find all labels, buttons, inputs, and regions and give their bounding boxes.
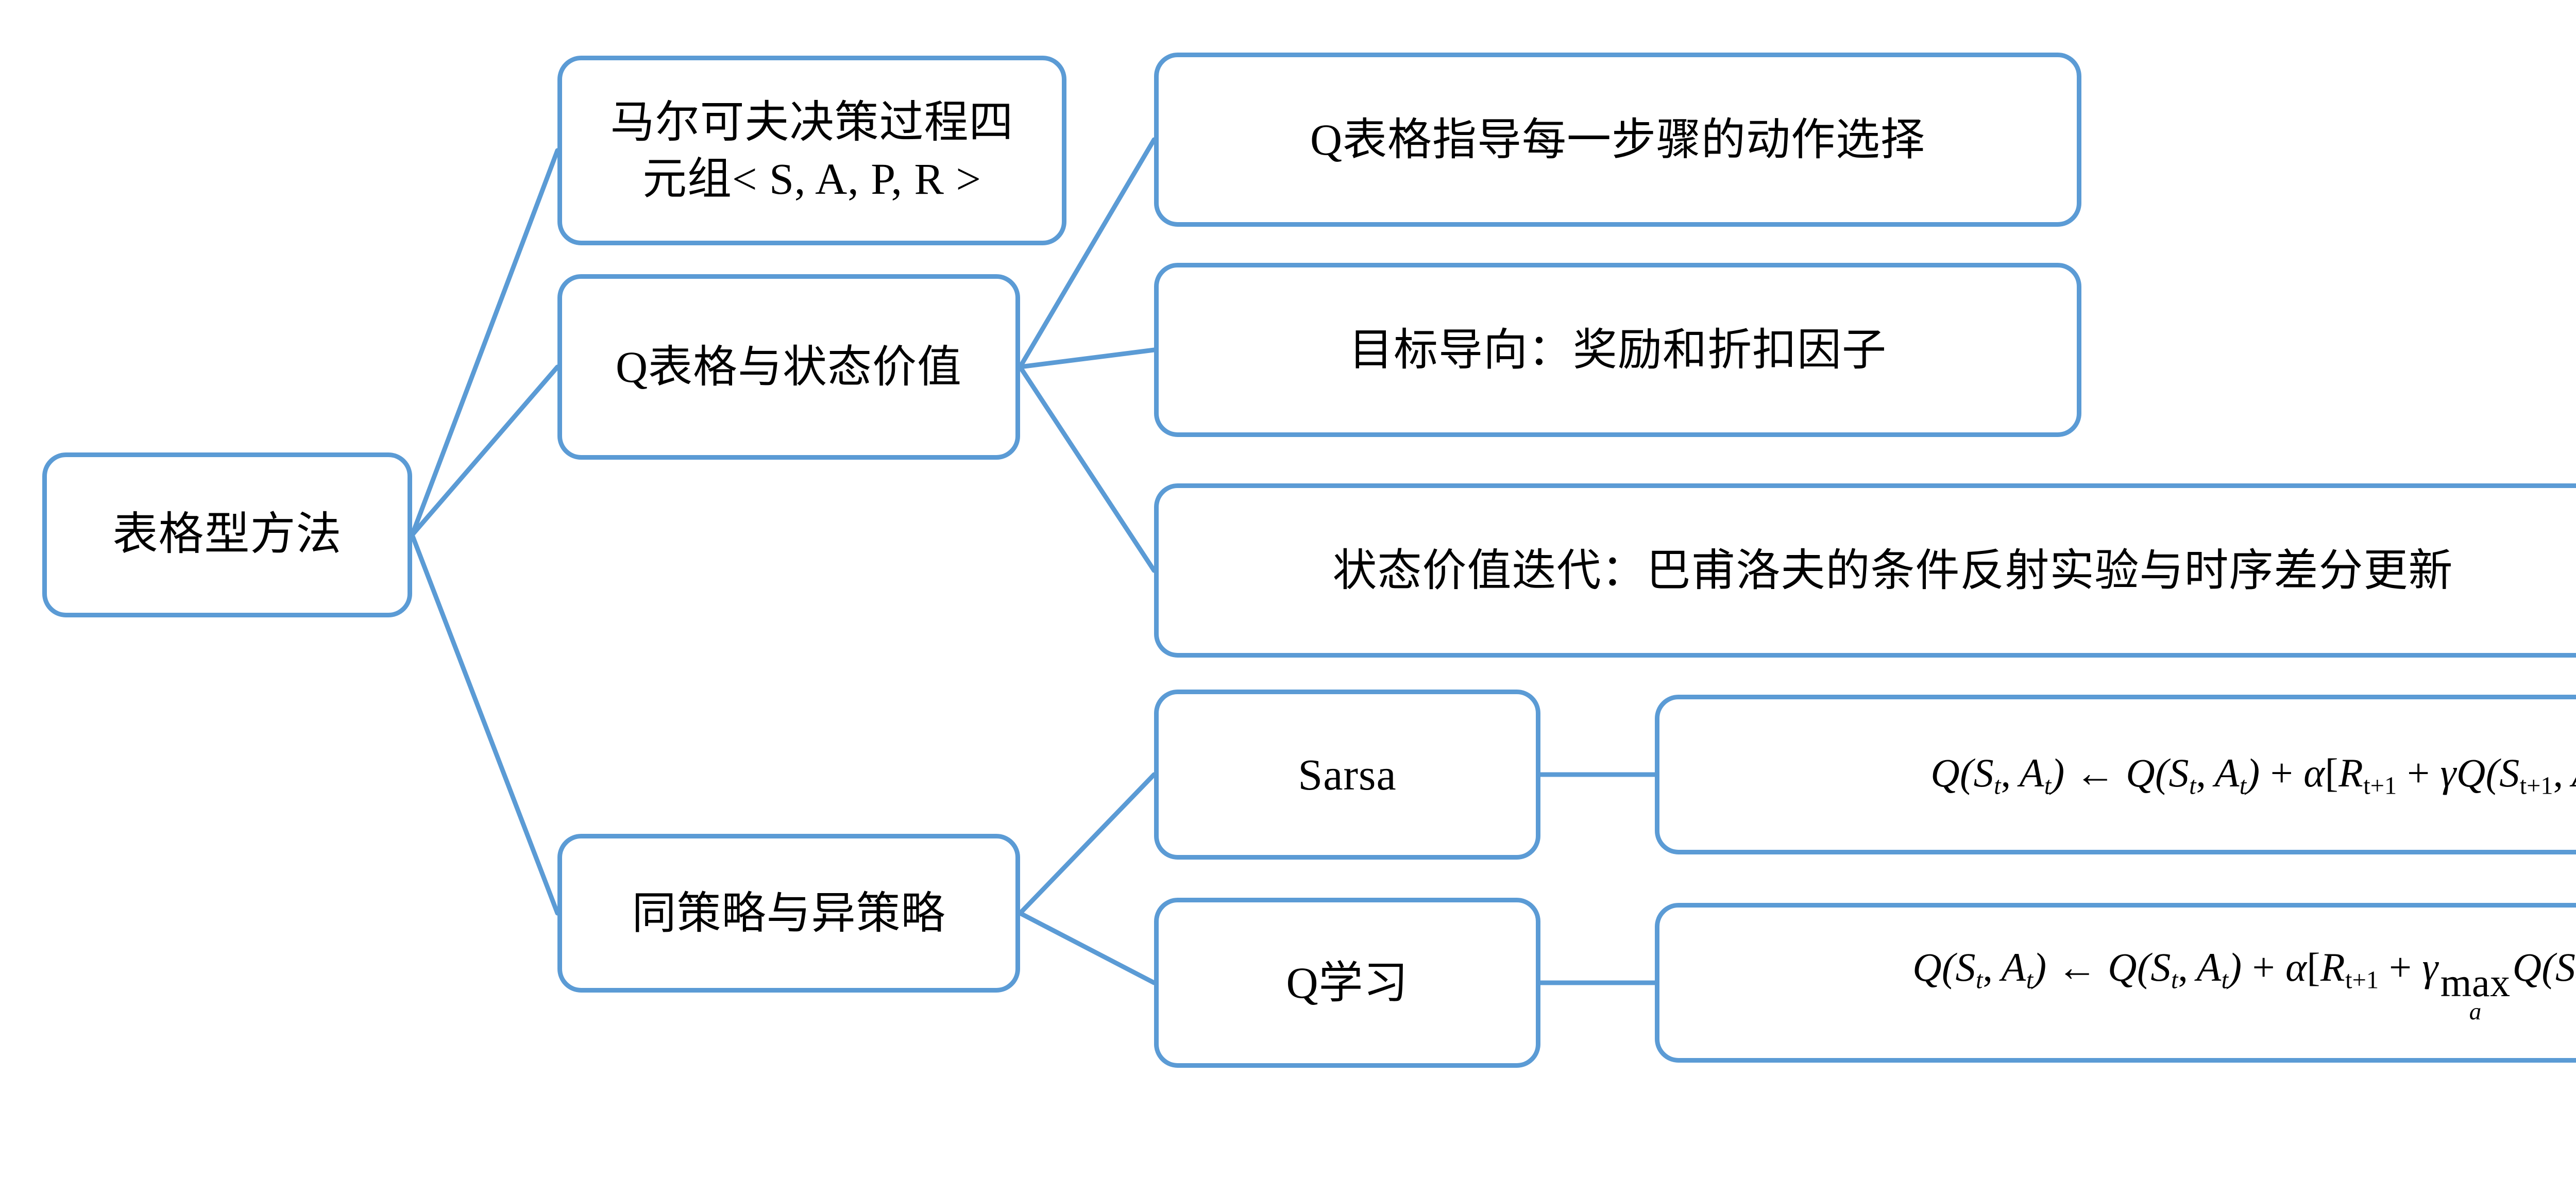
node-goal-reward-discount-label: 目标导向：奖励和折扣因子 bbox=[1349, 325, 1887, 375]
node-mdp-tuple[interactable]: 马尔可夫决策过程四 元组< S, A, P, R > bbox=[557, 56, 1066, 245]
connector-policy-sarsa bbox=[1018, 772, 1157, 916]
node-state-value-iteration[interactable]: 状态价值迭代：巴甫洛夫的条件反射实验与时序差分更新 bbox=[1154, 483, 2576, 658]
connector-policy-qlearn bbox=[1018, 911, 1157, 985]
node-goal-reward-discount[interactable]: 目标导向：奖励和折扣因子 bbox=[1154, 263, 2081, 437]
node-mdp-tuple-label: 马尔可夫决策过程四 元组< S, A, P, R > bbox=[610, 97, 1014, 204]
node-on-off-policy[interactable]: 同策略与异策略 bbox=[557, 834, 1020, 993]
connector-root-mdp bbox=[410, 148, 560, 538]
node-q-table-action-selection[interactable]: Q表格指导每一步骤的动作选择 bbox=[1154, 53, 2081, 227]
node-q-table-state-value[interactable]: Q表格与状态价值 bbox=[557, 274, 1020, 460]
connector-root-qtable bbox=[410, 364, 560, 538]
node-root-label: 表格型方法 bbox=[112, 509, 342, 560]
node-on-off-policy-label: 同策略与异策略 bbox=[632, 888, 946, 938]
connector-qtable-goal bbox=[1018, 347, 1157, 370]
node-sarsa[interactable]: Sarsa bbox=[1154, 690, 1540, 860]
node-q-learning[interactable]: Q学习 bbox=[1154, 898, 1540, 1068]
node-state-value-iteration-label: 状态价值迭代：巴甫洛夫的条件反射实验与时序差分更新 bbox=[1332, 545, 2453, 595]
node-root[interactable]: 表格型方法 bbox=[42, 452, 412, 617]
node-q-table-state-value-label: Q表格与状态价值 bbox=[615, 342, 962, 392]
node-sarsa-formula[interactable]: Q(St, At) ← Q(St, At) + α[Rt+1 + γQ(St+1… bbox=[1655, 695, 2576, 854]
connector-qtable-value bbox=[1018, 364, 1157, 573]
node-sarsa-formula-label: Q(St, At) ← Q(St, At) + α[Rt+1 + γQ(St+1… bbox=[1930, 750, 2576, 800]
node-q-table-action-selection-label: Q表格指导每一步骤的动作选择 bbox=[1310, 114, 1926, 164]
connector-root-policy bbox=[410, 532, 560, 916]
node-q-learning-label: Q学习 bbox=[1286, 958, 1409, 1008]
node-sarsa-label: Sarsa bbox=[1298, 749, 1397, 799]
